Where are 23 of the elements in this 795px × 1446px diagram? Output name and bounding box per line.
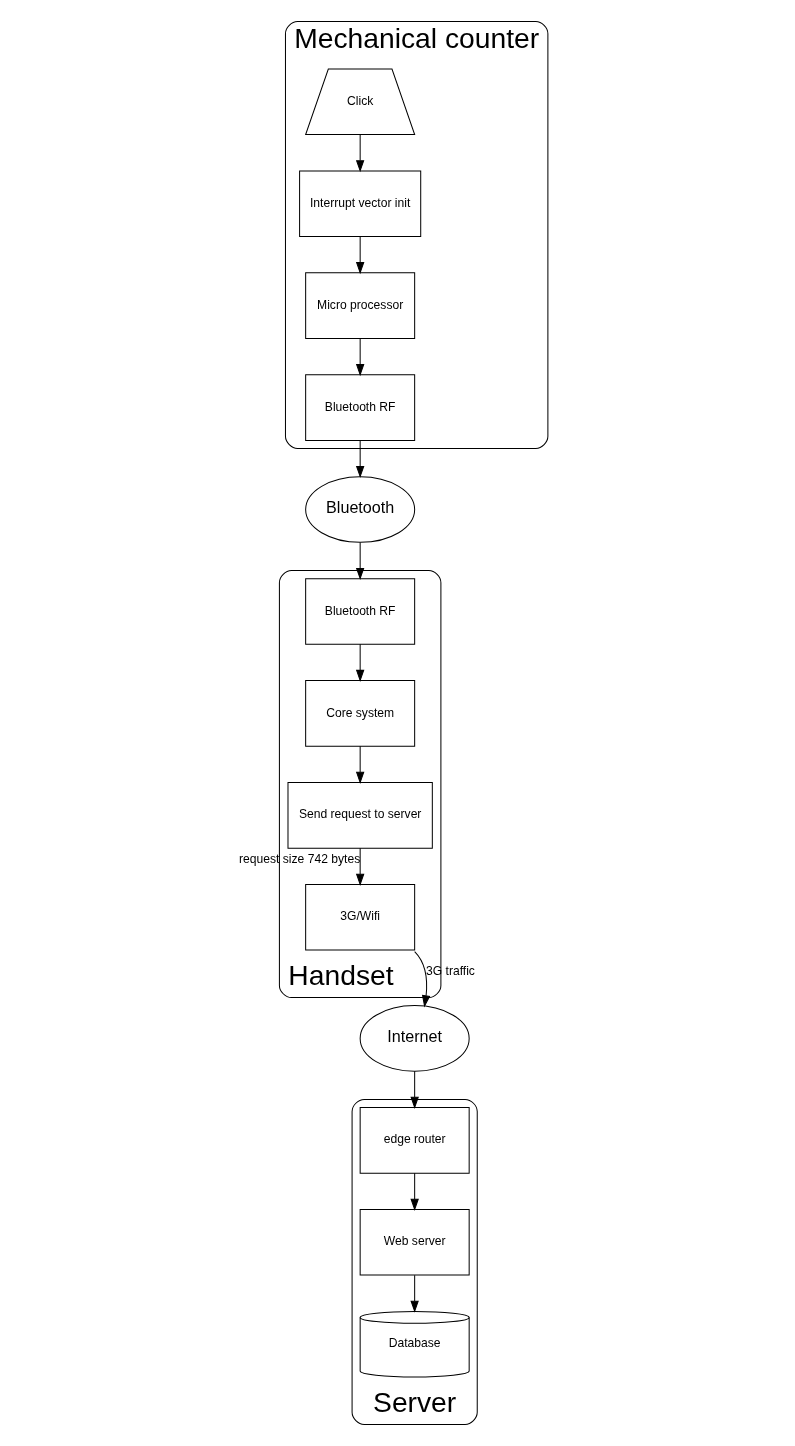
arrow [355,440,365,479]
node-box: Bluetooth RF [305,578,416,645]
arrow [355,847,365,886]
arrow [410,1070,419,1109]
node-box: Bluetooth RF [305,374,416,441]
arrow [410,1274,419,1313]
node-box: Core system [305,680,416,747]
arrow [355,134,365,173]
arrow [355,236,365,275]
arrow [414,951,431,1008]
node-box: Interrupt vector init [299,170,422,237]
arrow [410,1172,419,1211]
arrow [355,745,365,784]
arrow [355,643,365,682]
node-box: Send request to server [287,782,433,849]
node-box: 3G/Wifi [305,884,416,951]
arrow [355,541,365,581]
node-ellipse: Internet [359,1005,470,1072]
arrow [355,338,365,377]
node-box: edge router [359,1107,470,1174]
node-box: Web server [359,1209,470,1276]
node-ellipse: Bluetooth [305,476,416,543]
node-box: Micro processor [305,272,416,339]
